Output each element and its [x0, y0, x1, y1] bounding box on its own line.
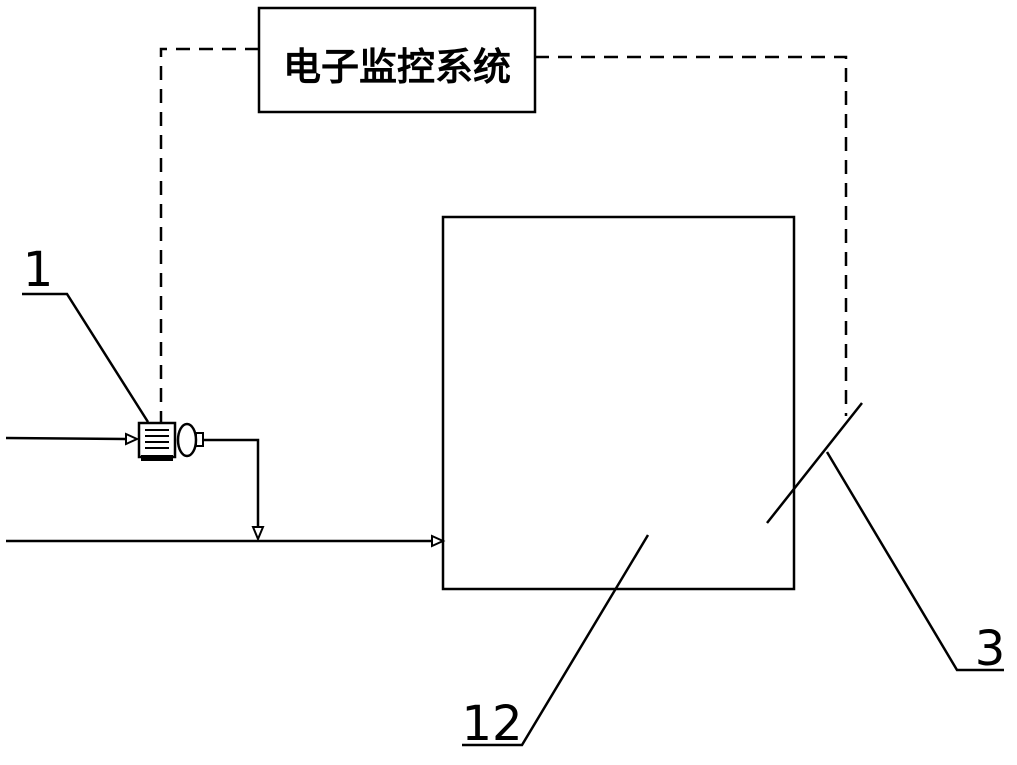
callout-tank: 12	[461, 534, 650, 752]
motor-body	[137, 421, 177, 459]
callout-tank-leader	[462, 534, 650, 747]
discharge-arrow-icon	[251, 526, 265, 542]
callout-sensor: 3	[825, 451, 1006, 677]
pump-inlet-arrow-icon	[125, 432, 140, 446]
callout-sensor-label: 3	[975, 621, 1006, 677]
callout-pump: 1	[22, 242, 150, 423]
signal-line-sensor	[535, 55, 848, 416]
motor-base	[141, 455, 173, 461]
feed-arrow-icon	[431, 534, 446, 548]
pump-motor-icon	[137, 421, 204, 461]
callout-pump-label: 1	[23, 242, 54, 298]
pump-inlet-line	[5, 436, 127, 441]
tank-box	[441, 215, 796, 591]
callout-tank-label: 12	[461, 696, 522, 752]
callout-sensor-leader	[825, 451, 1004, 672]
monitor-system-box: 电子监控系统	[257, 6, 537, 114]
sensor-probe	[766, 402, 863, 524]
pump-discharge-line	[203, 438, 260, 527]
signal-line-pump	[159, 47, 259, 424]
monitor-box-label: 电子监控系统	[283, 45, 511, 89]
monitor-box-frame	[257, 6, 537, 114]
callout-pump-leader	[22, 292, 150, 423]
pump-volute	[176, 422, 198, 458]
